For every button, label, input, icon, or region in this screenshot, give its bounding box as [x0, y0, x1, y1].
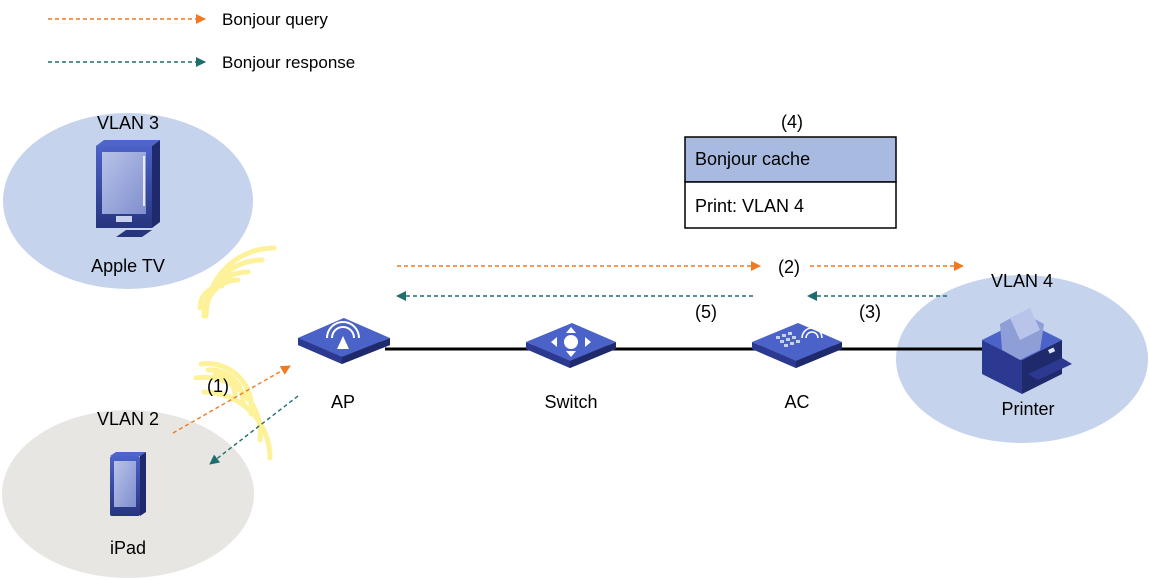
cache-step-label: (4) [781, 112, 803, 132]
printer-label: Printer [1001, 399, 1054, 419]
bonjour-cache-table: (4) Bonjour cache Print: VLAN 4 [684, 112, 897, 229]
vlan4-label: VLAN 4 [991, 271, 1053, 291]
step5-label: (5) [695, 302, 717, 322]
switch-label: Switch [544, 392, 597, 412]
wifi-waves-lower-icon [193, 361, 273, 461]
step6-response-arrow [209, 395, 299, 465]
ipad-label: iPad [110, 538, 146, 558]
vlan3-label: VLAN 3 [97, 113, 159, 133]
access-controller-icon [752, 323, 842, 368]
legend-response-label: Bonjour response [222, 53, 355, 72]
legend: Bonjour query Bonjour response [48, 10, 355, 72]
step2-label: (2) [778, 257, 800, 277]
access-point-icon [298, 318, 390, 364]
cache-entry: Print: VLAN 4 [695, 196, 804, 216]
ap-label: AP [331, 392, 355, 412]
ipad-icon [110, 452, 146, 516]
wifi-waves-upper-icon [197, 245, 277, 319]
switch-badge: SWITCH [554, 364, 578, 378]
step1-label: (1) [207, 376, 229, 396]
apple-tv-icon [96, 140, 160, 237]
printer-icon [982, 308, 1072, 394]
ac-label: AC [784, 392, 809, 412]
cache-header [684, 136, 897, 183]
step1-query-arrow [172, 365, 291, 434]
cache-body [684, 181, 897, 229]
vlan2-label: VLAN 2 [97, 409, 159, 429]
legend-query-label: Bonjour query [222, 10, 328, 29]
step3-label: (3) [859, 302, 881, 322]
switch-icon: SWITCH [526, 323, 616, 379]
apple-tv-label: Apple TV [91, 256, 165, 276]
cache-title: Bonjour cache [695, 149, 810, 169]
